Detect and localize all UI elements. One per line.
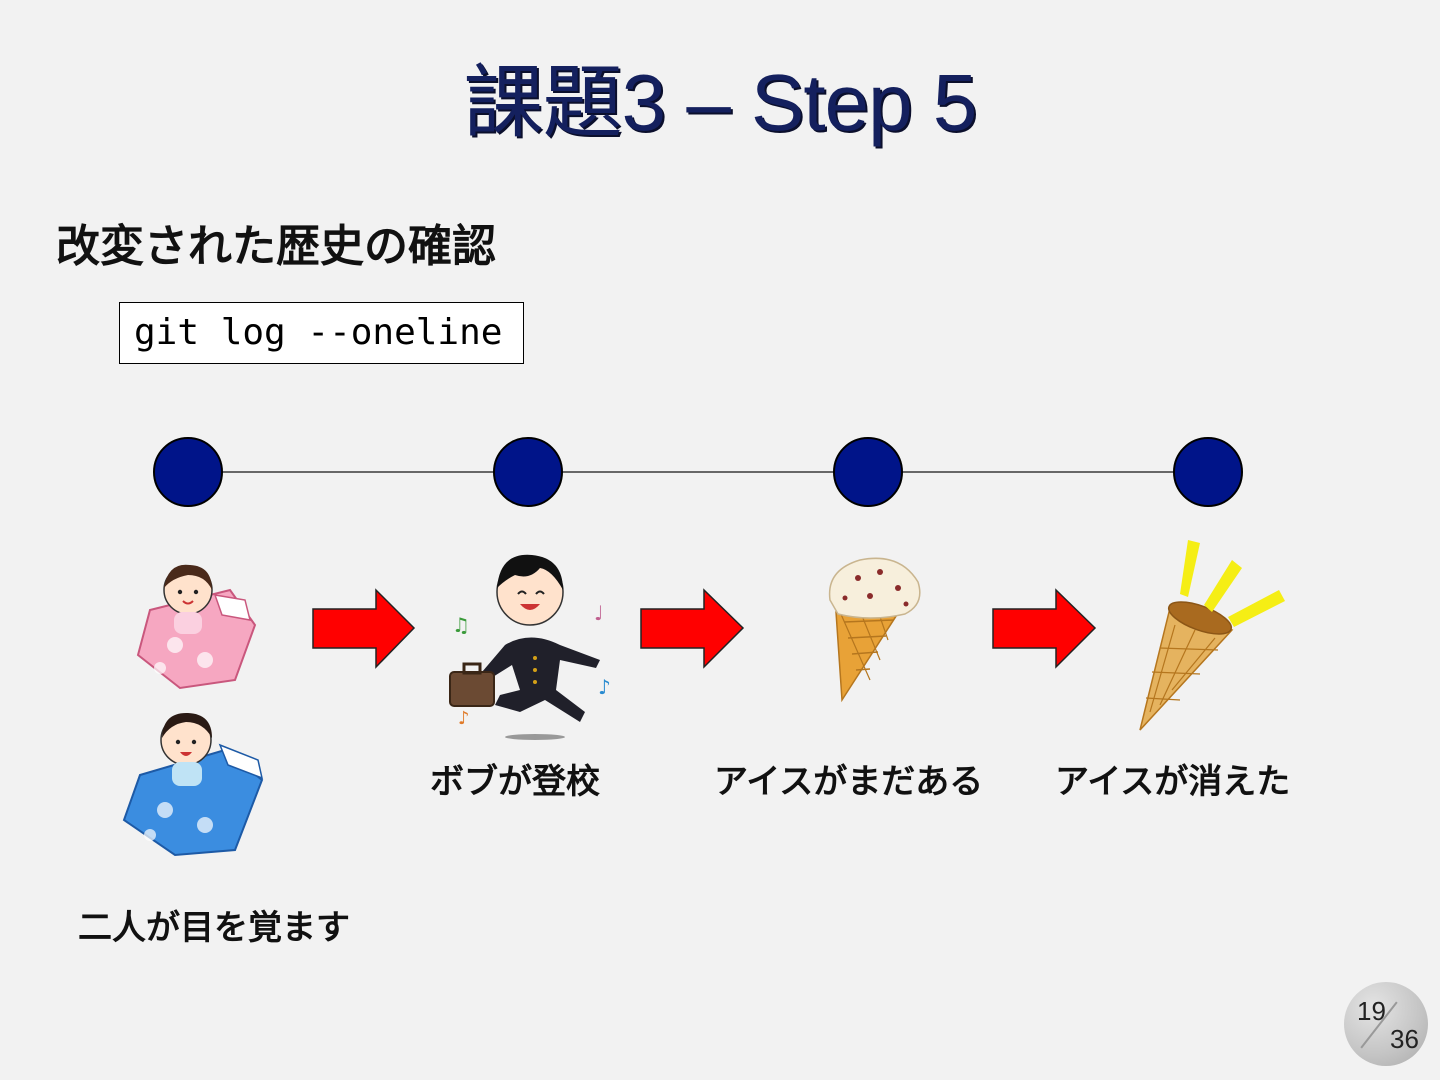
commit-node-1 bbox=[153, 437, 223, 507]
arrow-right-icon bbox=[640, 588, 745, 669]
arrow-right-icon bbox=[992, 588, 1097, 669]
command-box: git log --oneline bbox=[119, 302, 524, 364]
section-heading: 改変された歴史の確認 bbox=[56, 221, 496, 272]
ice-cream-cone-icon bbox=[828, 557, 921, 703]
commit-node-3 bbox=[833, 437, 903, 507]
step-label-ice-still-there: アイスがまだある bbox=[714, 762, 984, 802]
step-label-go-to-school: ボブが登校 bbox=[430, 762, 600, 802]
svg-text:♩: ♩ bbox=[594, 601, 603, 625]
page-number-badge: 19 36 bbox=[1344, 982, 1428, 1066]
svg-text:♪: ♪ bbox=[598, 675, 611, 699]
commit-node-4 bbox=[1173, 437, 1243, 507]
step-label-ice-gone: アイスが消えた bbox=[1055, 762, 1291, 802]
arrow-right-icon bbox=[312, 588, 416, 669]
current-page: 19 bbox=[1357, 996, 1386, 1026]
commit-node-2 bbox=[493, 437, 563, 507]
empty-cone-icon bbox=[1139, 540, 1285, 731]
step-label-wake-up: 二人が目を覚ます bbox=[78, 908, 350, 948]
student-going-to-school-icon: ♫ ♩ ♪ ♪ bbox=[449, 554, 611, 740]
svg-text:♫: ♫ bbox=[452, 613, 470, 637]
sleeping-children-icon bbox=[122, 564, 264, 857]
slide-title: 課題3 – Step 5 bbox=[463, 58, 978, 147]
total-pages: 36 bbox=[1390, 1024, 1419, 1054]
svg-text:♪: ♪ bbox=[458, 708, 470, 729]
